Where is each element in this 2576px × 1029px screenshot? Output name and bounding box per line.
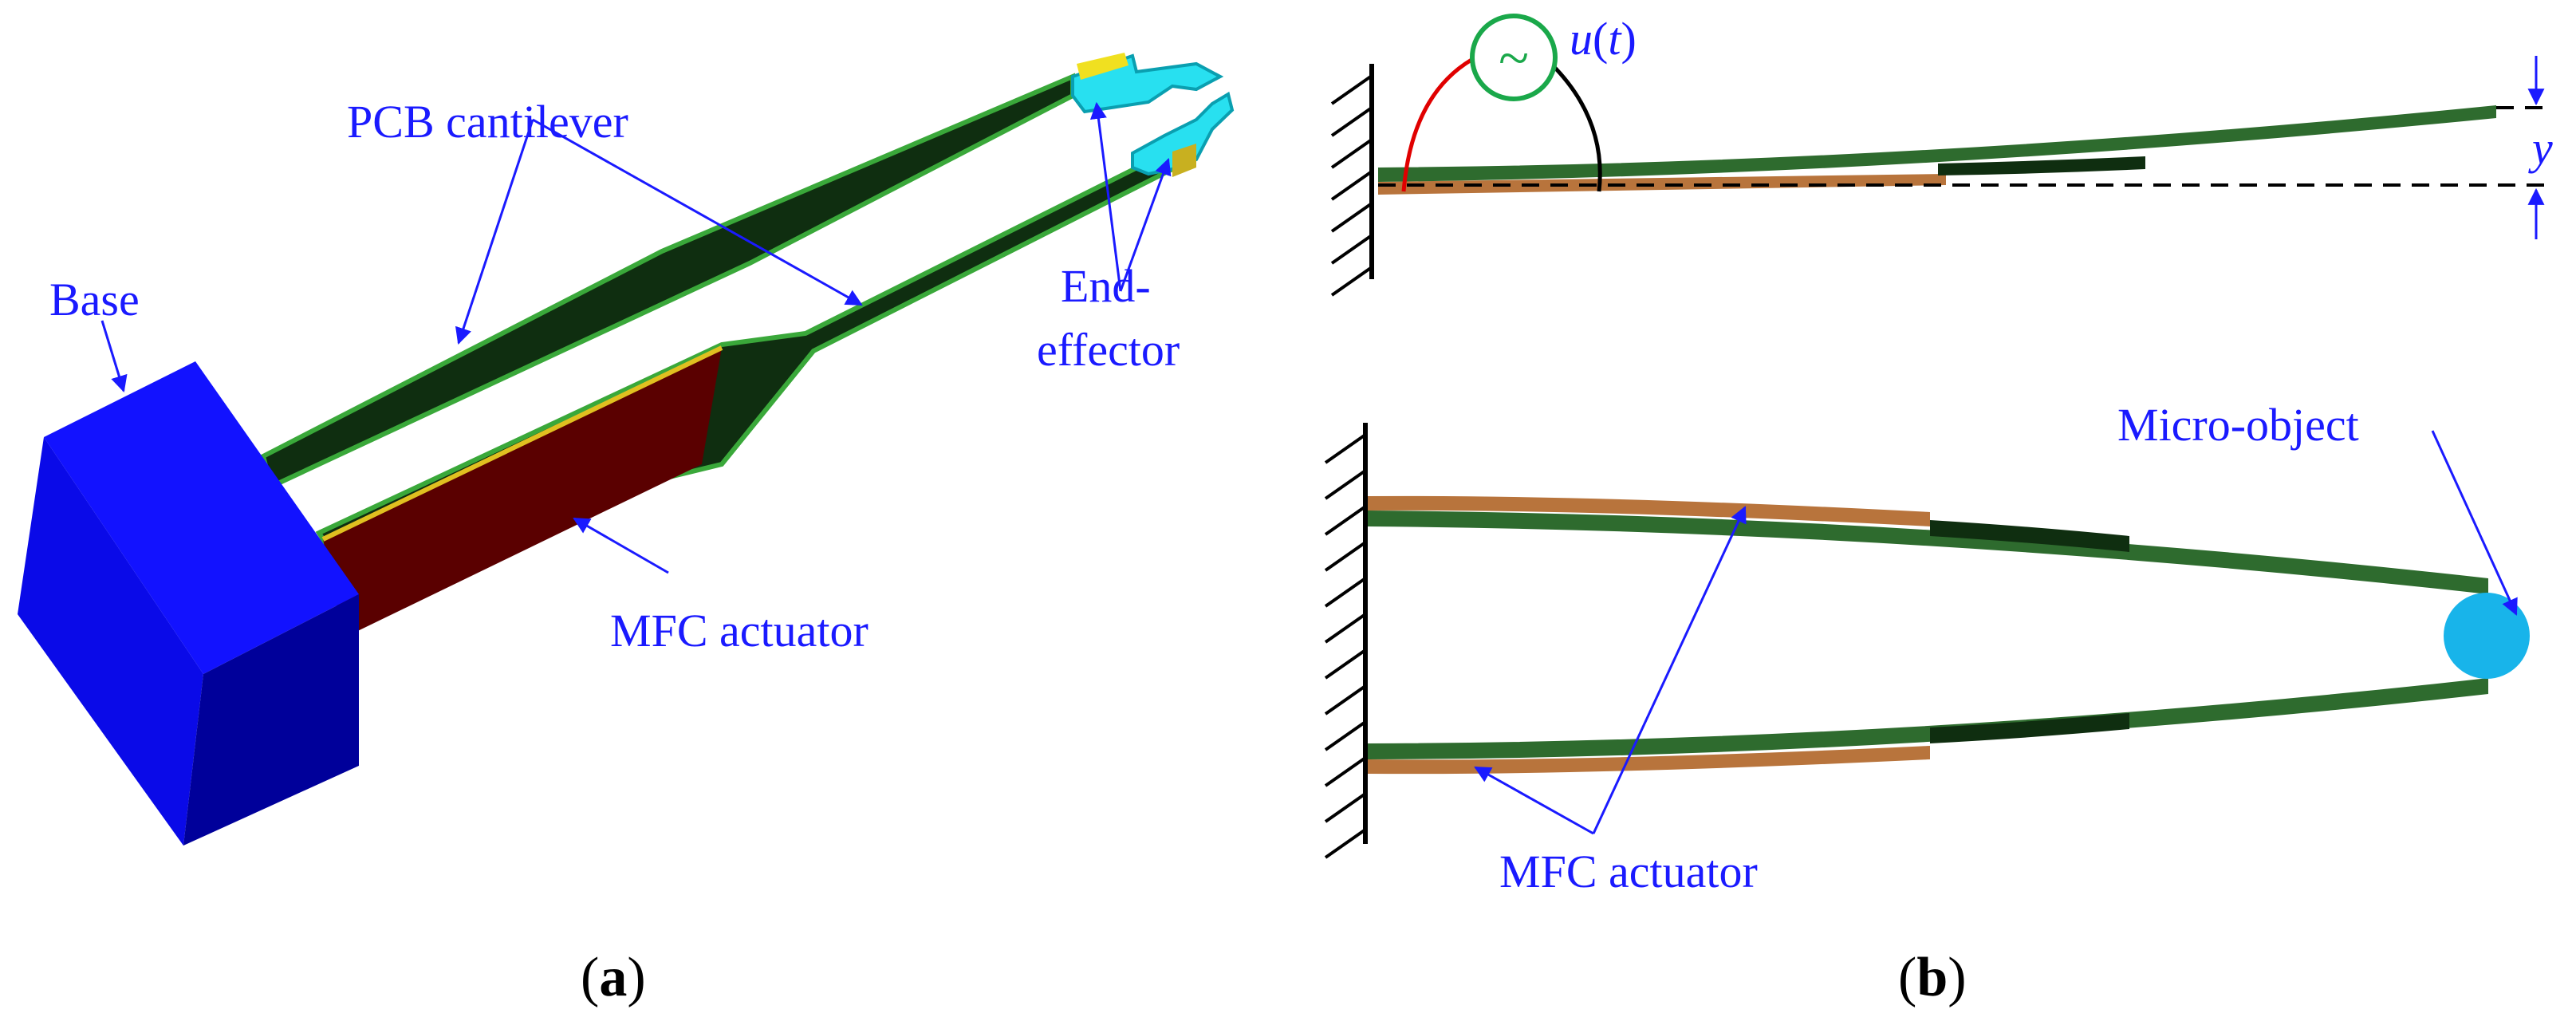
mfc-leader-b-upper [1592,506,1747,834]
top-beam [1378,105,2496,182]
voltage-source-symbol: ~ [1499,28,1529,89]
label-mfc-actuator-b: MFC actuator [1499,846,1758,897]
mfc-leader-b-lower [1474,766,1594,835]
label-pcb-cantilever: PCB cantilever [347,96,628,148]
label-end-effector-line1: End- [1061,260,1151,312]
pcb-leader-right [532,118,863,306]
label-micro-object: Micro-object [2117,399,2359,451]
mfc-actuator-top-edge [321,345,723,542]
caption-a: (a) [581,947,646,1008]
wall-top [1330,64,1374,297]
wire-black [1550,62,1602,192]
micro-object [2444,593,2530,679]
end-effector-leader-2 [1119,158,1172,292]
micro-object-leader [2431,430,2518,616]
wire-red [1401,57,1473,192]
mfc-leader-a [573,517,669,574]
gripper-upper-mid-dark [1930,520,2129,552]
label-u-of-t: u(t) [1570,13,1637,65]
end-effector-leader-1 [1089,101,1122,292]
caption-b: (b) [1898,947,1967,1008]
top-mfc-layer [1378,174,1946,195]
label-deflection-y: y [2528,122,2553,174]
panel-b: ~ u(t) y [1324,13,2553,1008]
gripper-lower-mid-dark [1930,713,2129,743]
gripper-lower-beam [1368,678,2488,759]
panel-a: PCB cantilever Base End- effector MFC ac… [18,53,1235,1008]
voltage-source [1470,14,1558,101]
base-leader [100,320,128,393]
mfc-actuator-3d [323,348,722,638]
gripper-upper-beam [1368,511,2488,594]
label-mfc-actuator-a: MFC actuator [610,605,869,656]
gripper-upper-mfc [1368,495,1930,526]
wall-bottom [1324,423,1368,859]
gripper-lower-mfc [1368,746,1930,775]
base-block [18,361,359,846]
label-base: Base [49,274,140,325]
label-end-effector-line2: effector [1037,324,1180,376]
pcb-leader-left [455,119,534,345]
lower-end-effector [1131,91,1235,177]
upper-end-effector [1071,53,1224,114]
top-beam-mid-dark [1938,156,2145,175]
